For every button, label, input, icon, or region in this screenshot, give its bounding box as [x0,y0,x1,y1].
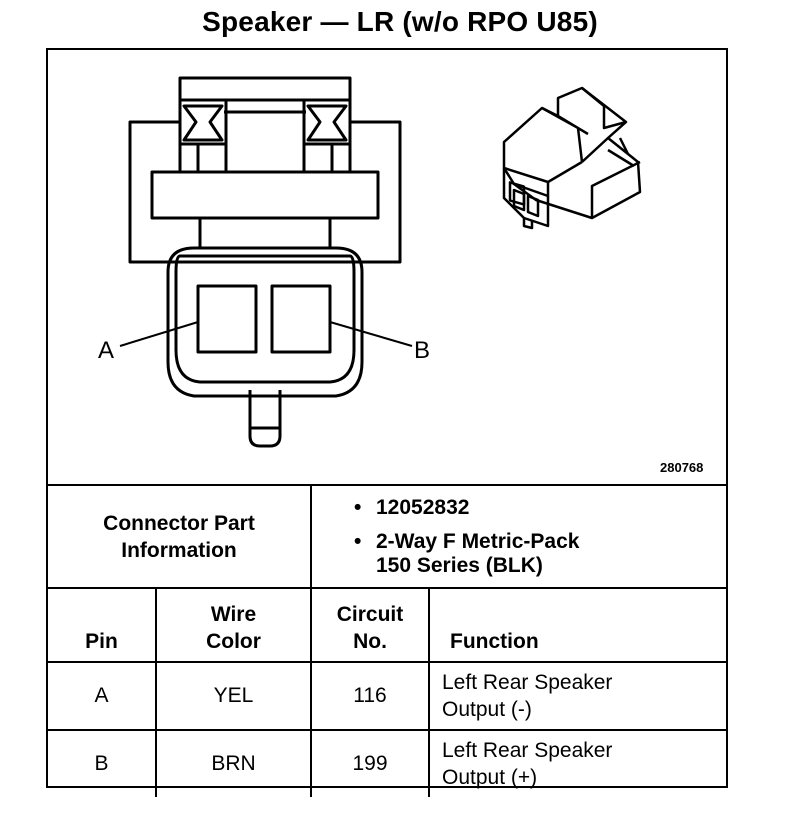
connector-info-details: 12052832 2-Way F Metric-Pack 150 Series … [310,484,726,589]
header-pin: Pin [48,587,157,663]
function-cell: Left Rear Speaker Output (+) [428,729,726,797]
connector-iso-sketch [502,86,642,230]
connector-description: 2-Way F Metric-Pack 150 Series (BLK) [352,530,726,578]
latch-channel [178,78,352,172]
housing-neck [198,218,332,248]
header-function: Function [428,587,726,663]
header-wire-color: Wire Color [155,587,312,663]
pin-a-leader [119,321,199,347]
connector-diagram: A B 280768 [48,50,726,484]
drawing-number: 280768 [660,460,704,475]
table-row: A YEL 116 Left Rear Speaker Output (-) [48,661,726,731]
latch-crossbar [150,170,380,220]
connector-info-label: Connector Part Information [48,484,312,589]
latch-left-wedge [182,104,224,142]
connector-face-drawing: A B [98,76,642,448]
latch-right-block [302,98,352,146]
latch-left-block [178,98,228,146]
pin-cell: A [48,661,157,731]
terminal-cavity-b [270,284,332,354]
circuit-cell: 116 [310,661,430,731]
terminal-cavity-a [196,284,258,354]
wire-color-cell: YEL [155,661,312,731]
housing-lower-outline [166,246,364,398]
header-circuit-no: Circuit No. [310,587,430,663]
polarizing-key [248,390,282,448]
table-row: B BRN 199 Left Rear Speaker Output (+) [48,729,726,797]
connector-frame: A B 280768 Connector Part Information [46,48,728,797]
part-number: 12052832 [352,496,726,520]
pin-table: Pin Wire Color Circuit No. Function A YE… [48,587,726,797]
pin-label-a: A [98,337,114,364]
housing-upper-outline [128,76,402,264]
page-title: Speaker — LR (w/o RPO U85) [202,6,598,37]
circuit-cell: 199 [310,729,430,797]
pin-label-b: B [414,337,430,364]
connector-info-table: Connector Part Information 12052832 2-Wa… [48,484,726,589]
latch-right-wedge [306,104,348,142]
pin-b-leader [329,321,413,347]
wire-color-cell: BRN [155,729,312,797]
pin-table-header: Pin Wire Color Circuit No. Function [48,587,726,663]
housing-lower-inner [174,254,356,384]
function-cell: Left Rear Speaker Output (-) [428,661,726,731]
pin-cell: B [48,729,157,797]
